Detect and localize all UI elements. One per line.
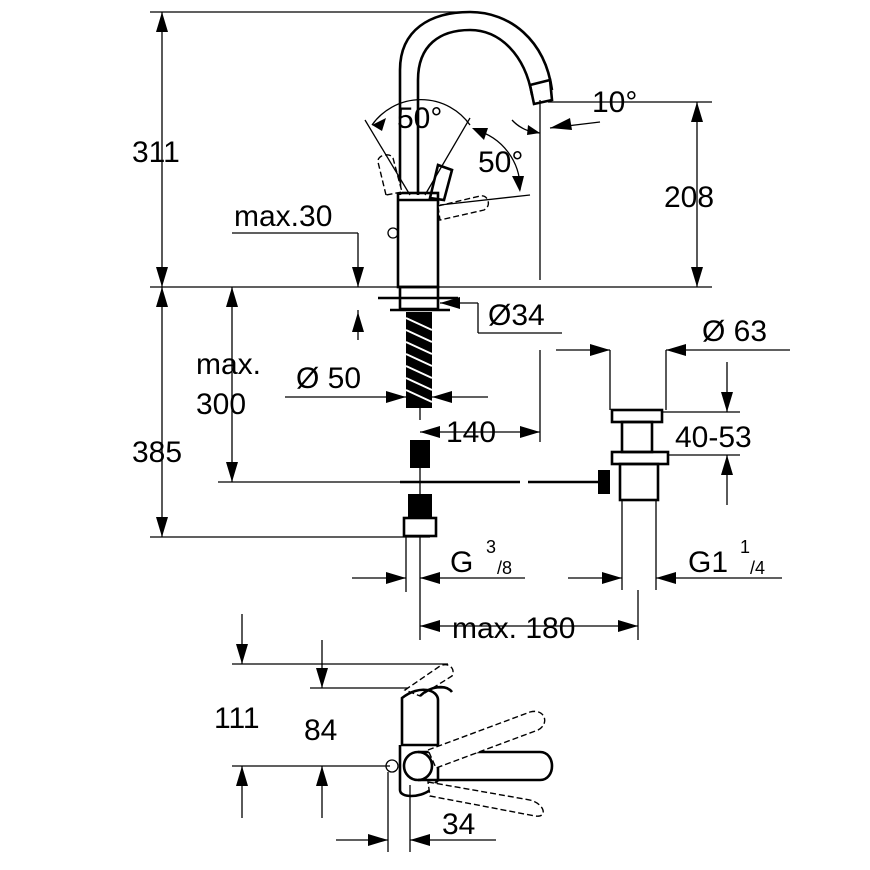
arrow [156, 12, 168, 32]
arrow [226, 462, 238, 482]
arrow [432, 391, 452, 403]
arrow [691, 102, 703, 122]
label-g38-main: G [450, 546, 473, 579]
label-84: 84 [304, 714, 337, 747]
arrow [527, 125, 540, 135]
spout-outer [398, 10, 554, 195]
arrow [472, 128, 488, 140]
supply-connector [402, 516, 438, 538]
angle-ref [439, 194, 531, 206]
lever-ghost-top [403, 664, 454, 697]
arrow [236, 766, 248, 786]
lever-ghost-right [437, 195, 490, 221]
arrow [410, 834, 430, 846]
label-angle-right: 50° [478, 146, 523, 179]
arrow [316, 668, 328, 688]
lever-ghost-up [427, 710, 546, 769]
arrow [368, 834, 388, 846]
label-max180: max. 180 [452, 612, 575, 645]
arrow [316, 766, 328, 786]
hose-segment [410, 440, 430, 468]
arrow [440, 297, 460, 309]
lever-ghost-down [427, 781, 544, 817]
label-max300-line2: 300 [196, 388, 246, 421]
label-311: 311 [132, 136, 180, 169]
label-angle-left: 50° [397, 102, 442, 135]
body-top [400, 688, 440, 747]
lever [428, 163, 454, 202]
arrow [618, 620, 638, 632]
angle-arc-left [371, 98, 471, 126]
faucet-body [396, 191, 440, 289]
arrow [602, 572, 622, 584]
arrow [420, 620, 440, 632]
arrow [226, 287, 238, 307]
waste-nut [610, 450, 670, 466]
label-g114-den: /4 [750, 558, 765, 578]
label-d50: Ø 50 [296, 362, 361, 395]
arrow [512, 176, 524, 192]
faucet-side-view [150, 10, 712, 340]
label-d34: Ø34 [488, 299, 545, 332]
arrow [420, 426, 440, 438]
label-g114-num: 1 [740, 537, 750, 557]
waste-flange [610, 408, 664, 424]
label-max30: max.30 [234, 200, 332, 233]
arrow [156, 517, 168, 537]
arrow [550, 118, 572, 130]
spout-inner [416, 28, 534, 195]
label-g38-den: /8 [497, 558, 512, 578]
arrow [386, 572, 406, 584]
arrow [656, 572, 676, 584]
arrow [352, 312, 364, 332]
arrow [420, 572, 440, 584]
faucet-top-view [232, 614, 554, 852]
spout-tip [528, 78, 554, 106]
lever-hub [402, 750, 434, 782]
label-g38-num: 3 [486, 537, 496, 557]
hose-pattern [405, 317, 433, 403]
arrow [156, 287, 168, 307]
arrow [386, 391, 406, 403]
arrow [590, 344, 610, 356]
label-385: 385 [132, 436, 182, 469]
arrow [352, 267, 364, 287]
label-spout-angle: 10° [592, 86, 637, 119]
waste-tail [618, 462, 660, 502]
label-111: 111 [214, 702, 260, 735]
label-40-53: 40-53 [675, 421, 752, 454]
arrow [666, 344, 686, 356]
rod-clip [598, 470, 610, 494]
arrow [372, 118, 386, 131]
label-d63: Ø 63 [702, 315, 767, 348]
label-max300-line1: max. [196, 348, 261, 381]
arrow [721, 455, 733, 475]
label-g114-main: G1 [688, 546, 728, 579]
knob [387, 227, 399, 239]
arrow [721, 392, 733, 412]
angle-ref [364, 119, 411, 196]
angle-ref [424, 117, 471, 196]
arrow [236, 644, 248, 664]
label-140: 140 [446, 416, 496, 449]
label-34: 34 [442, 808, 475, 841]
pivot [385, 759, 399, 773]
lever-top [419, 685, 454, 697]
arrow [520, 426, 540, 438]
lever-forward [418, 750, 554, 782]
hose-segment [408, 494, 432, 518]
arrow [156, 267, 168, 287]
arrow [691, 267, 703, 287]
supply-assembly [150, 285, 790, 640]
waste-body [620, 420, 654, 454]
label-208: 208 [664, 181, 714, 214]
